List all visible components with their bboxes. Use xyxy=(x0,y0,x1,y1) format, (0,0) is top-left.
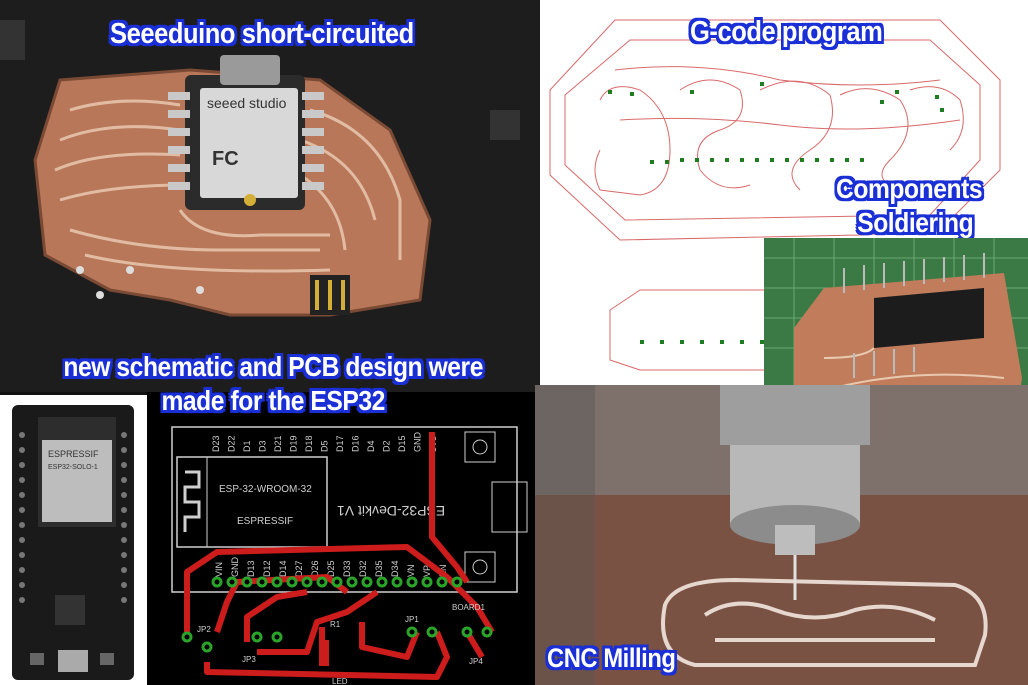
connector-led: LED xyxy=(332,677,348,685)
module-brand: ESPRESSIF xyxy=(237,516,293,527)
pin-label-bottom: D34 xyxy=(390,560,400,577)
pin-label-bottom: D33 xyxy=(342,560,352,577)
pin-label-top: GND xyxy=(413,432,423,453)
caption-soldering: Components Soldiering xyxy=(836,172,983,240)
caption-soldering-line1: Components xyxy=(836,173,983,204)
seeed-brand-text: seeed studio xyxy=(207,95,287,111)
cnc-milling-illustration xyxy=(535,385,1028,685)
pin-label-top: D2 xyxy=(382,440,392,452)
caption-schematic-line2: made for the ESP32 xyxy=(161,385,385,416)
pin-label-top: D15 xyxy=(397,435,407,452)
gcode-toolpath xyxy=(549,19,1001,371)
pin-label-bottom: D26 xyxy=(310,560,320,577)
pin-label-bottom: GND xyxy=(230,557,240,578)
pin-label-bottom: D13 xyxy=(246,560,256,577)
board-name: ESP32-Devkit V1 xyxy=(337,503,445,519)
pin-label-top: D18 xyxy=(304,435,314,452)
pin-label-bottom: D12 xyxy=(262,560,272,577)
pin-label-bottom: D27 xyxy=(294,560,304,577)
caption-soldering-line2: Soldiering xyxy=(857,207,974,238)
pin-label-top: D17 xyxy=(335,435,345,452)
esp32-board-illustration: ESPRESSIF ESP32-SOLO-1 xyxy=(0,395,147,685)
photo-seeeduino-pcb: seeed studio FC Seeeduino short-circuite… xyxy=(0,0,540,392)
caption-schematic-line1: new schematic and PCB design were xyxy=(63,351,483,382)
connector-jp4: JP4 xyxy=(469,657,483,666)
pin-label-top: D1 xyxy=(242,440,252,452)
photo-cnc-milling: CNC Milling xyxy=(535,385,1028,685)
pin-label-top: D23 xyxy=(211,435,221,452)
pin-label-bottom: VP xyxy=(422,565,432,577)
pin-label-bottom: D35 xyxy=(374,560,384,577)
fcc-logo: FC xyxy=(212,148,239,170)
connector-jp2: JP2 xyxy=(197,625,211,634)
caption-gcode: G-code program xyxy=(690,16,883,48)
pin-label-top: D3 xyxy=(258,440,268,452)
board-ref: BOARD1 xyxy=(452,603,485,612)
esp32-brand-text: ESPRESSIF xyxy=(48,449,99,459)
pin-label-bottom: VIN xyxy=(214,562,224,577)
seeeduino-pcb-illustration: seeed studio FC xyxy=(0,0,540,392)
pin-label-top: D22 xyxy=(227,435,237,452)
pin-label-top: D5 xyxy=(320,440,330,452)
pin-label-top: D4 xyxy=(366,440,376,452)
caption-schematic: new schematic and PCB design were made f… xyxy=(62,350,484,418)
pin-label-top: D21 xyxy=(273,435,283,452)
photo-esp32-board: ESPRESSIF ESP32-SOLO-1 xyxy=(0,395,147,685)
caption-short-circuit: Seeeduino short-circuited xyxy=(110,18,414,50)
gcode-program-view: G-code program Components Soldiering xyxy=(540,0,1028,385)
caption-cnc-milling: CNC Milling xyxy=(547,643,676,673)
pin-label-bottom: D25 xyxy=(326,560,336,577)
esp32-model-text: ESP32-SOLO-1 xyxy=(48,464,98,471)
pin-label-bottom: D14 xyxy=(278,560,288,577)
pin-label-bottom: D32 xyxy=(358,560,368,577)
connector-jp1: JP1 xyxy=(405,615,419,624)
pin-label-top: D16 xyxy=(351,435,361,452)
module-label: ESP-32-WROOM-32 xyxy=(219,484,312,495)
connector-jp3: JP3 xyxy=(242,655,256,664)
pin-label-top: D19 xyxy=(289,435,299,452)
pin-label-bottom: VN xyxy=(406,564,416,577)
connector-r1: R1 xyxy=(330,620,341,629)
